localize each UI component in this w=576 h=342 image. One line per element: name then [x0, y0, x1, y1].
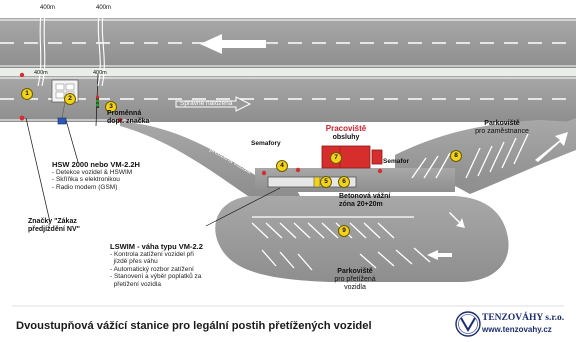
semafor-label: Semafor	[383, 158, 410, 165]
staff-parking-label: Parkoviště pro zaměstnance	[475, 120, 529, 135]
distance-label: 400m	[93, 70, 107, 76]
truck-parking-label: Parkoviště pro přetížená vozidla	[334, 268, 376, 291]
sign-gantries	[37, 13, 105, 87]
marker-2: 2	[64, 93, 76, 105]
distance-label: 400m	[34, 70, 48, 76]
concrete-zone-label: Betonová vážní zóna 20+20m	[339, 193, 391, 208]
marker-9: 9	[338, 225, 350, 237]
page-title: Dvoustupňová vážící stanice pro legální …	[16, 320, 372, 332]
brand-name: TENZOVÁHY s.r.o.	[482, 313, 565, 323]
lswim-title: LSWIM - váha typu VM-2.2	[110, 242, 203, 251]
marker-3: 3	[105, 101, 117, 113]
truck-parking-stalls	[251, 216, 431, 271]
brand-url: www.tenzovahy.cz	[482, 325, 552, 334]
signs-label: Značky "Zákaz předjíždění NV"	[28, 218, 80, 233]
hsw-item: - Skříňka s elektronikou	[52, 176, 120, 184]
brand-seal	[455, 311, 481, 337]
direction-arrow-return	[535, 132, 568, 162]
hsw-item: - Detekce vozidel & HSWIM	[52, 169, 133, 176]
direction-arrow-lot-w	[427, 250, 452, 260]
lswim-item: - Stanovení a výběr poplatků za	[110, 273, 202, 281]
concrete-weighing-zone	[267, 176, 357, 188]
lswim-item: - Automatický rozbor zatížení	[110, 265, 194, 273]
lswim-item: - Kontrola zatížení vozidel při	[110, 251, 194, 258]
lswim-item: jízdě přes váhu	[110, 258, 158, 266]
distance-label: 400m	[96, 5, 112, 11]
direction-arrow-lot-se	[449, 212, 465, 228]
semafory-label: Semafory	[251, 140, 281, 147]
workplace-label: Pracoviště obsluhy	[325, 124, 367, 141]
marker-6: 6	[338, 176, 350, 188]
marker-7: 7	[330, 152, 342, 164]
marker-4: 4	[276, 160, 288, 172]
correctly-loaded-label: Správně naložená	[180, 100, 233, 107]
direction-arrow-west	[200, 34, 266, 54]
traffic-signals	[19, 72, 383, 176]
marker-1: 1	[21, 88, 33, 100]
lswim-description: LSWIM - váha typu VM-2.2 - Kontrola zatí…	[110, 242, 203, 288]
hsw-item: - Radio modem (GSM)	[52, 183, 118, 191]
variable-sign-label: Proměnná dopr. značka	[107, 110, 150, 125]
lswim-item: přetížení vozidla	[110, 280, 161, 288]
staff-parking-stalls	[411, 133, 529, 179]
direction-arrow-east	[175, 96, 252, 112]
marker-5: 5	[320, 176, 332, 188]
marker-8: 8	[450, 150, 462, 162]
median-strip	[0, 68, 576, 76]
hsw-title: HSW 2000 nebo VM-2.2H	[52, 160, 140, 169]
distance-label: 400m	[40, 5, 56, 11]
hsw-description: HSW 2000 nebo VM-2.2H - Detekce vozidel …	[52, 160, 140, 191]
